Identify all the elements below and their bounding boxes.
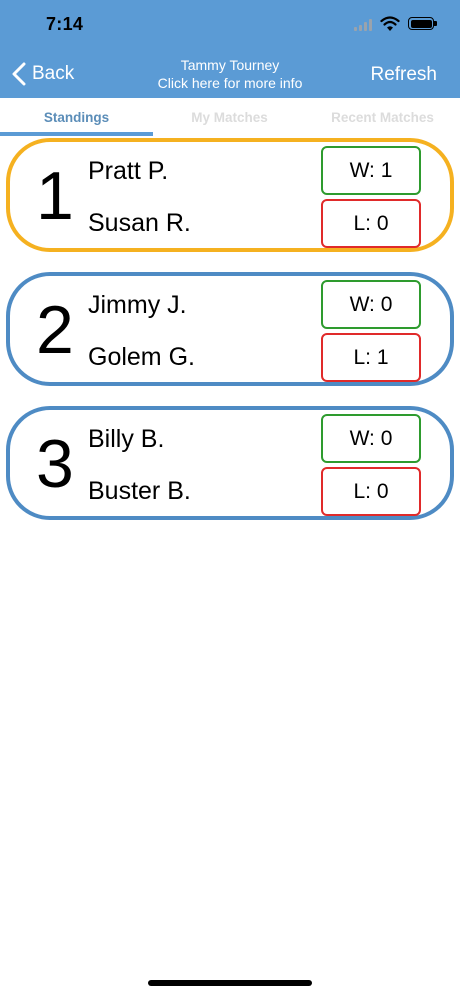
player-name: Golem G. <box>88 343 195 371</box>
player-name: Susan R. <box>88 209 191 237</box>
tab-my-matches[interactable]: My Matches <box>191 110 268 125</box>
losses-badge: L: 0 <box>321 199 421 248</box>
tab-recent-matches[interactable]: Recent Matches <box>331 110 434 125</box>
back-label: Back <box>32 63 75 84</box>
chevron-left-icon <box>12 62 26 86</box>
app-header: 7:14 Back Tammy Tourney Click here for m… <box>0 0 460 98</box>
player-name: Pratt P. <box>88 157 169 185</box>
rank-number: 3 <box>36 426 74 502</box>
cellular-signal-icon <box>354 19 372 31</box>
tab-standings[interactable]: Standings <box>43 110 110 125</box>
standing-card-3[interactable]: 3 Billy B. Buster B. W: 0 L: 0 <box>6 406 454 520</box>
status-bar: 7:14 <box>0 0 460 48</box>
standing-card-1[interactable]: 1 Pratt P. Susan R. W: 1 L: 0 <box>6 138 454 252</box>
battery-icon <box>408 17 434 30</box>
active-tab-indicator <box>0 132 153 136</box>
player-name: Buster B. <box>88 477 191 505</box>
tournament-title: Tammy Tourney <box>180 57 280 73</box>
losses-badge: L: 0 <box>321 467 421 516</box>
nav-bar: Back Tammy Tourney Click here for more i… <box>0 52 460 96</box>
wins-badge: W: 0 <box>321 280 421 329</box>
home-indicator[interactable] <box>148 980 312 986</box>
tournament-subtitle: Click here for more info <box>157 75 303 91</box>
battery-cap <box>434 21 437 26</box>
back-button[interactable]: Back <box>12 60 74 88</box>
refresh-button[interactable]: Refresh <box>370 64 437 85</box>
wifi-icon <box>380 16 400 31</box>
wins-badge: W: 0 <box>321 414 421 463</box>
player-name: Jimmy J. <box>88 291 187 319</box>
rank-number: 1 <box>36 158 74 234</box>
status-time: 7:14 <box>46 14 84 34</box>
tab-bar: Standings My Matches Recent Matches <box>0 98 460 136</box>
tournament-info-button[interactable]: Tammy Tourney Click here for more info <box>130 56 330 92</box>
rank-number: 2 <box>36 292 74 368</box>
wins-badge: W: 1 <box>321 146 421 195</box>
player-name: Billy B. <box>88 425 165 453</box>
losses-badge: L: 1 <box>321 333 421 382</box>
standing-card-2[interactable]: 2 Jimmy J. Golem G. W: 0 L: 1 <box>6 272 454 386</box>
